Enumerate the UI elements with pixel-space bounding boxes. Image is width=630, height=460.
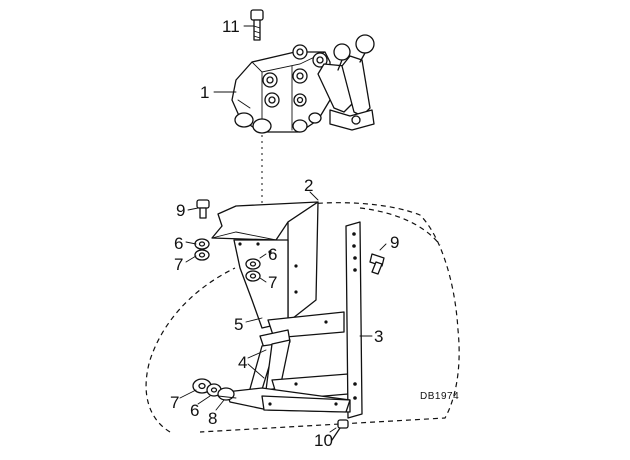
valve-levers (317, 34, 375, 131)
fender-outline (145, 202, 460, 433)
callout-5: 5 (234, 315, 243, 334)
callout-7-center: 7 (268, 273, 277, 292)
callout-4: 4 (238, 353, 247, 372)
control-valve (231, 44, 346, 134)
callout-10: 10 (314, 431, 333, 450)
callout-6-center: 6 (268, 245, 277, 264)
bolt-10 (331, 419, 349, 441)
vertical-plate (345, 221, 363, 419)
bolt-9-right (369, 253, 385, 275)
callout-6-lower: 6 (190, 401, 199, 420)
mounting-bracket (211, 201, 319, 329)
callout-1: 1 (200, 83, 209, 102)
callout-2: 2 (304, 176, 313, 195)
callout-7-left: 7 (174, 255, 183, 274)
callout-9-right: 9 (390, 233, 399, 252)
support-strut (247, 311, 349, 401)
callout-9-left: 9 (176, 201, 185, 220)
callouts: 1 11 2 3 4 5 9 9 6 7 6 7 7 6 8 10 DB1974 (170, 17, 459, 450)
base-plate (225, 387, 351, 413)
callout-6-left: 6 (174, 234, 183, 253)
callout-3: 3 (374, 327, 383, 346)
callout-8: 8 (208, 409, 217, 428)
bolt-11 (250, 9, 264, 41)
callout-11: 11 (222, 17, 240, 36)
leader-lines (179, 25, 387, 433)
lower-fasteners (192, 378, 237, 401)
upper-fasteners (194, 199, 261, 282)
reference-code: DB1974 (420, 391, 459, 402)
callout-7-lower: 7 (170, 393, 179, 412)
fender-inner-line (359, 207, 441, 246)
